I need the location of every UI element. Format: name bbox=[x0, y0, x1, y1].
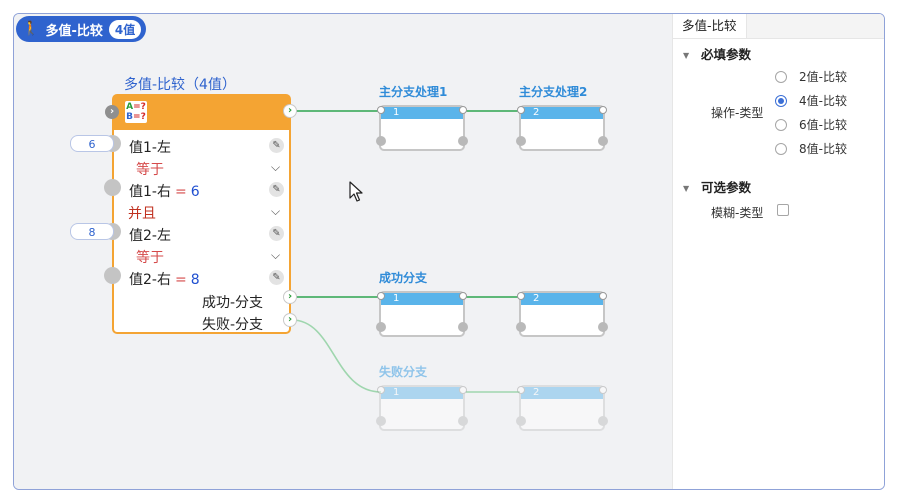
operator-equals-1[interactable]: 等于 bbox=[136, 162, 164, 178]
branch-label-success: 成功分支 bbox=[379, 271, 428, 285]
section-optional[interactable]: ▼可选参数 bbox=[683, 180, 752, 195]
value-input-dot[interactable] bbox=[104, 267, 121, 284]
branch-node-number: 2 bbox=[521, 387, 603, 399]
radio-circle[interactable] bbox=[775, 118, 787, 131]
op-type-label: 操作-类型 bbox=[711, 106, 764, 120]
section-required[interactable]: ▼必填参数 bbox=[683, 47, 752, 62]
radio-8-compare[interactable]: 8值-比较 bbox=[775, 140, 847, 157]
chevron-down-icon[interactable]: ⌵ bbox=[271, 160, 281, 174]
value-pill-6[interactable]: 6 bbox=[70, 135, 114, 152]
branch-node-main-2[interactable]: 2 bbox=[516, 105, 608, 151]
output-success-label: 成功-分支 bbox=[202, 295, 264, 311]
output-fail-label: 失败-分支 bbox=[202, 317, 264, 333]
row-value1-right: 值1-右=6 bbox=[129, 184, 200, 200]
properties-panel: 多值-比较 ▼必填参数 操作-类型 2值-比较 4值-比较 6值-比较 8值-比… bbox=[672, 14, 884, 489]
edit-icon[interactable]: ✎ bbox=[269, 138, 284, 153]
editor-frame: 🚶 多值-比较 4值 多值-比较（4值） A=? B=? 值1-左 ✎ 等于 bbox=[13, 13, 885, 490]
output-port-main[interactable]: › bbox=[283, 104, 297, 118]
fuzzy-type-label: 模糊-类型 bbox=[711, 206, 764, 220]
node-header: A=? B=? bbox=[114, 96, 289, 130]
branch-node-number: 2 bbox=[521, 293, 603, 305]
branch-node-success-2[interactable]: 2 bbox=[516, 291, 608, 337]
flow-badge[interactable]: 🚶 多值-比较 4值 bbox=[16, 16, 147, 42]
ab-compare-icon: A=? B=? bbox=[125, 101, 147, 123]
multi-compare-node[interactable]: A=? B=? 值1-左 ✎ 等于 ⌵ 值1-右=6 ✎ 并且 ⌵ 值2-左 ✎… bbox=[112, 94, 291, 334]
edit-icon[interactable]: ✎ bbox=[269, 182, 284, 197]
tab-multi-compare[interactable]: 多值-比较 bbox=[673, 14, 747, 38]
operator-equals-2[interactable]: 等于 bbox=[136, 250, 164, 266]
chevron-down-icon[interactable]: ⌵ bbox=[271, 204, 281, 218]
row-value2-right: 值2-右=8 bbox=[129, 272, 200, 288]
row-value2-left: 值2-左 bbox=[129, 228, 171, 244]
radio-circle-selected[interactable] bbox=[775, 94, 787, 107]
edit-icon[interactable]: ✎ bbox=[269, 226, 284, 241]
branch-label-main-1: 主分支处理1 bbox=[379, 85, 448, 99]
panel-tabbar: 多值-比较 bbox=[673, 14, 884, 39]
radio-6-compare[interactable]: 6值-比较 bbox=[775, 116, 847, 133]
branch-node-fail-2[interactable]: 2 bbox=[516, 385, 608, 431]
output-port-fail[interactable]: › bbox=[283, 313, 297, 327]
walking-person-icon: 🚶 bbox=[22, 21, 40, 37]
main-node-title: 多值-比较（4值） bbox=[124, 77, 236, 93]
input-port[interactable]: › bbox=[105, 105, 119, 119]
output-port-success[interactable]: › bbox=[283, 290, 297, 304]
row-value1-left: 值1-左 bbox=[129, 140, 171, 156]
branch-node-number: 2 bbox=[521, 107, 603, 119]
fuzzy-type-checkbox[interactable] bbox=[777, 204, 789, 216]
radio-circle[interactable] bbox=[775, 142, 787, 155]
wire-fail-1 bbox=[291, 319, 382, 393]
value-input-dot[interactable] bbox=[104, 179, 121, 196]
radio-2-compare[interactable]: 2值-比较 bbox=[775, 68, 847, 85]
chevron-down-icon[interactable]: ⌵ bbox=[271, 248, 281, 262]
collapse-triangle-icon: ▼ bbox=[683, 51, 690, 60]
flow-canvas[interactable]: 🚶 多值-比较 4值 多值-比较（4值） A=? B=? 值1-左 ✎ 等于 bbox=[14, 14, 672, 489]
branch-node-number: 1 bbox=[381, 387, 463, 399]
radio-4-compare[interactable]: 4值-比较 bbox=[775, 92, 847, 109]
radio-circle[interactable] bbox=[775, 70, 787, 83]
operator-and[interactable]: 并且 bbox=[128, 206, 156, 222]
value-pill-8[interactable]: 8 bbox=[70, 223, 114, 240]
badge-count: 4值 bbox=[108, 19, 142, 39]
branch-node-main-1[interactable]: 1 bbox=[376, 105, 468, 151]
branch-node-number: 1 bbox=[381, 293, 463, 305]
collapse-triangle-icon: ▼ bbox=[683, 184, 690, 193]
wires bbox=[291, 110, 520, 393]
edit-icon[interactable]: ✎ bbox=[269, 270, 284, 285]
mouse-cursor-icon bbox=[349, 181, 363, 202]
branch-node-success-1[interactable]: 1 bbox=[376, 291, 468, 337]
branch-node-fail-1[interactable]: 1 bbox=[376, 385, 468, 431]
branch-label-fail: 失败分支 bbox=[379, 365, 428, 379]
badge-title: 多值-比较 bbox=[45, 23, 103, 39]
branch-label-main-2: 主分支处理2 bbox=[519, 85, 588, 99]
branch-node-number: 1 bbox=[381, 107, 463, 119]
